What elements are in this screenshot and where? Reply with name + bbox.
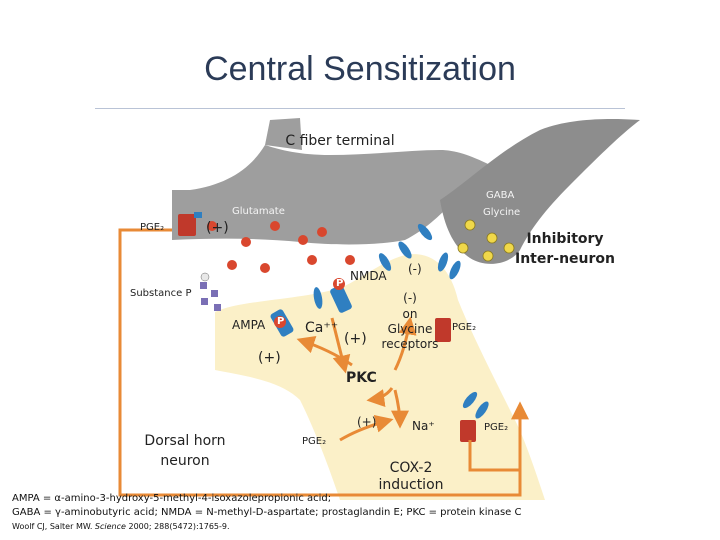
gaba-label: GABA xyxy=(486,190,514,201)
substance-p-molecule xyxy=(214,304,221,311)
glutamate-molecule xyxy=(241,237,251,247)
glutamate-molecule xyxy=(260,263,270,273)
inhibitory-interneuron-label-1: Inhibitory xyxy=(510,231,620,247)
glycine-label: Glycine xyxy=(483,207,520,218)
nmda-ca-plus-label: (+) xyxy=(344,331,367,347)
glutamate-molecule xyxy=(317,227,327,237)
sodium-label: Na⁺ xyxy=(412,419,435,433)
glutamate-molecule xyxy=(307,255,317,265)
nmda-label: NMDA xyxy=(350,269,387,283)
presynaptic-pge2-receptor xyxy=(178,214,196,236)
citation-journal: Science xyxy=(95,522,126,531)
presynaptic-plus-label: (+) xyxy=(206,220,229,236)
substance-p-label: Substance P xyxy=(130,288,192,299)
pge2-bottom-label: PGE₂ xyxy=(302,436,326,447)
presynaptic-receptor-marker xyxy=(194,212,202,218)
pge2-left-label: PGE₂ xyxy=(140,222,164,233)
substance-p-molecule xyxy=(211,290,218,297)
glycine-receptors-label-2: receptors xyxy=(375,337,445,351)
glycine-receptors-label-1: Glycine xyxy=(375,322,445,336)
substance-p-molecule xyxy=(201,298,208,305)
footnote-gaba: GABA = γ-aminobutyric acid; NMDA = N-met… xyxy=(12,507,521,518)
ampa-phospho-label: P xyxy=(277,316,284,327)
glutamate-molecule xyxy=(227,260,237,270)
ampa-plus-label: (+) xyxy=(258,350,281,366)
pkc-plus-label: (+) xyxy=(357,415,376,429)
nmda-phospho-label: P xyxy=(336,278,343,289)
gaba-glycine-vesicle xyxy=(487,233,497,243)
citation-authors: Woolf CJ, Salter MW. xyxy=(12,522,95,531)
footnote-ampa: AMPA = α-amino-3-hydroxy-5-methyl-4-isox… xyxy=(12,493,331,504)
glycine-minus-label: (-) xyxy=(380,291,440,305)
inhibitory-interneuron-label-2: Inter-neuron xyxy=(510,251,620,267)
on-label: on xyxy=(380,307,440,321)
footnote-citation: Woolf CJ, Salter MW. Science 2000; 288(5… xyxy=(12,522,230,531)
gaba-glycine-vesicle xyxy=(465,220,475,230)
cox2-label-2: induction xyxy=(371,477,451,493)
dorsal-horn-label-1: Dorsal horn xyxy=(140,433,230,449)
c-fiber-terminal-label: C fiber terminal xyxy=(255,133,425,149)
nmda-minus-label: (-) xyxy=(408,262,422,276)
cox2-label-1: COX-2 xyxy=(371,460,451,476)
citation-details: 2000; 288(5472):1765-9. xyxy=(126,522,230,531)
calcium-label: Ca⁺⁺ xyxy=(305,320,338,336)
pge2-far-right-label: PGE₂ xyxy=(484,422,508,433)
substance-p-molecule xyxy=(200,282,207,289)
dorsal-horn-label-2: neuron xyxy=(140,453,230,469)
substance-p-marker xyxy=(201,273,209,281)
glutamate-molecule xyxy=(345,255,355,265)
gaba-glycine-vesicle xyxy=(458,243,468,253)
pge2-right-label: PGE₂ xyxy=(452,322,476,333)
glutamate-molecule xyxy=(270,221,280,231)
ampa-label: AMPA xyxy=(232,318,265,332)
sodium-channel xyxy=(460,420,476,442)
glutamate-label: Glutamate xyxy=(232,206,285,217)
gaba-glycine-vesicle xyxy=(483,251,493,261)
pkc-label: PKC xyxy=(346,370,377,386)
glutamate-molecule xyxy=(298,235,308,245)
